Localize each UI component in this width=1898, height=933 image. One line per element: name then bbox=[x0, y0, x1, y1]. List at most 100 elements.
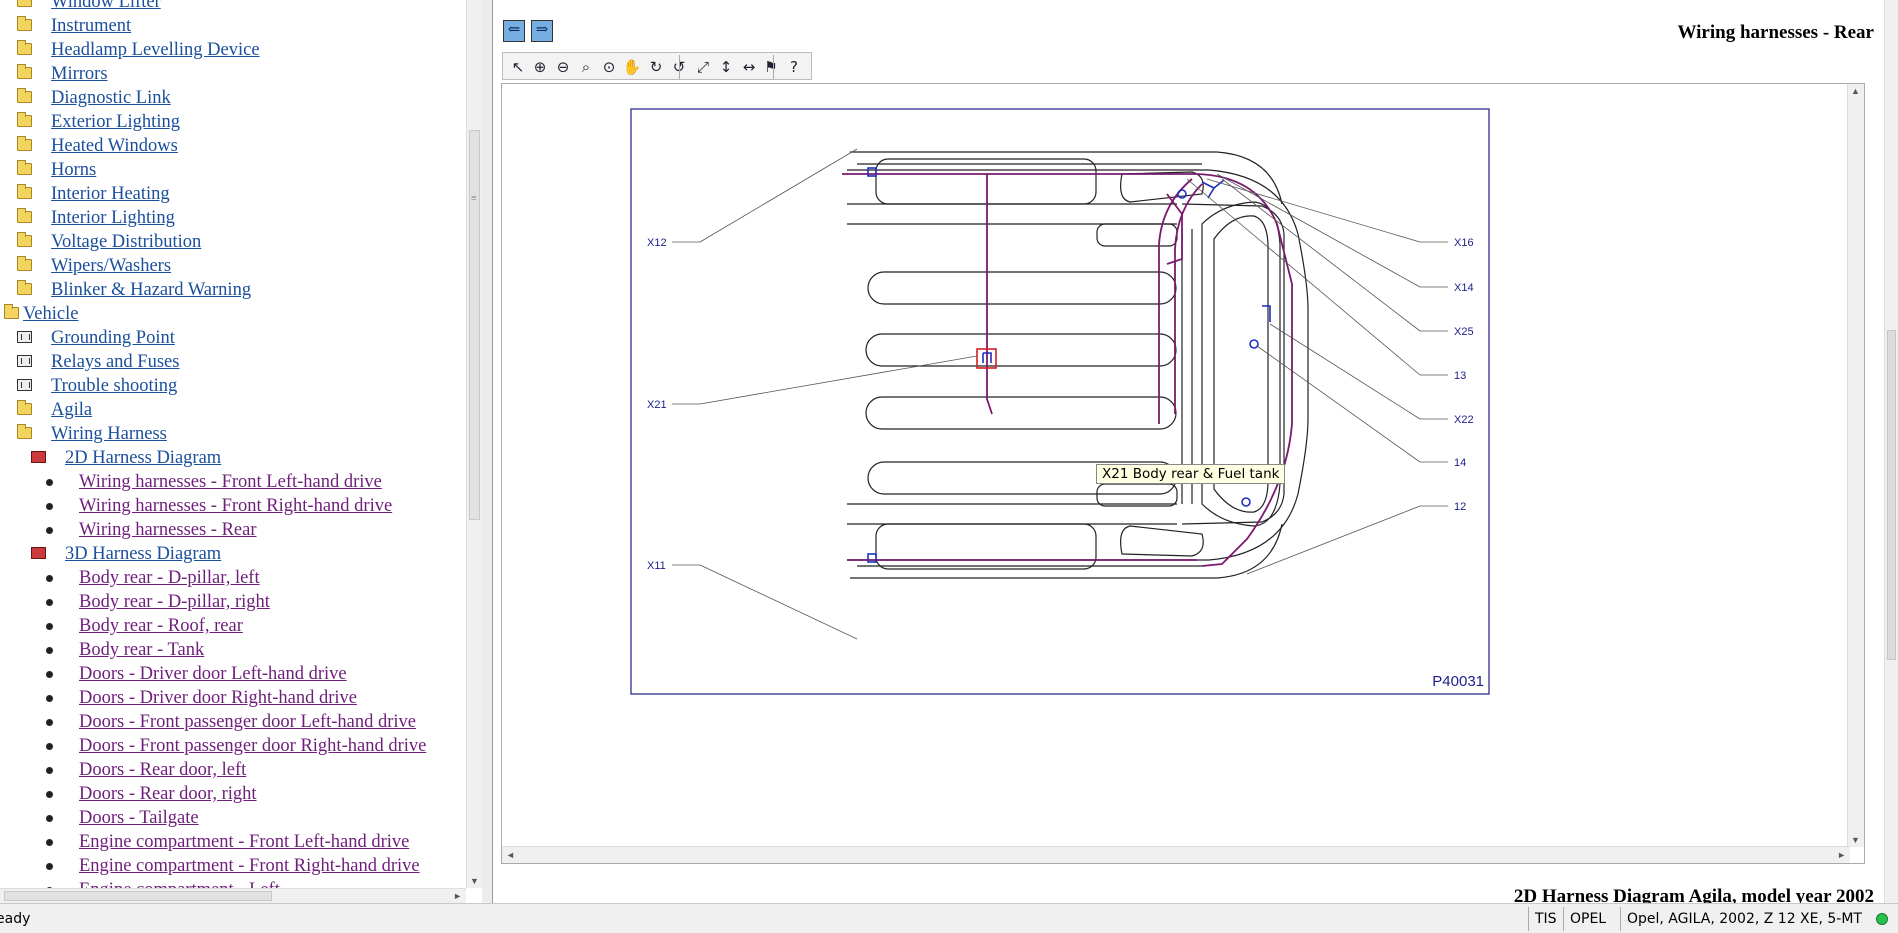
tree-item-label[interactable]: Doors - Front passenger door Left-hand d… bbox=[79, 712, 417, 732]
layers-icon[interactable]: ⚑ bbox=[764, 58, 778, 76]
forward-button[interactable]: ⇒ bbox=[531, 20, 553, 42]
viewer-horizontal-scrollbar[interactable]: ◄ ► bbox=[502, 846, 1850, 863]
tree-item[interactable]: Wipers/Washers bbox=[0, 254, 470, 278]
label-x21[interactable]: X21 bbox=[647, 399, 667, 411]
rotate-back-icon[interactable]: ↺ bbox=[668, 56, 690, 78]
tree-item[interactable]: 3D Harness Diagram bbox=[0, 542, 470, 566]
tree-item-label[interactable]: Wiring harnesses - Rear bbox=[79, 520, 257, 540]
tree-vertical-scrollbar[interactable]: ≡ ▼ bbox=[466, 0, 482, 888]
tree-item-label[interactable]: Doors - Driver door Left-hand drive bbox=[79, 664, 347, 684]
tree-item[interactable]: Body rear - D-pillar, right bbox=[0, 590, 470, 614]
zoom-out-icon[interactable]: ⊖ bbox=[556, 58, 570, 76]
tree-item[interactable]: Doors - Driver door Right-hand drive bbox=[0, 686, 470, 710]
tree-item[interactable]: Exterior Lighting bbox=[0, 110, 470, 134]
scrollbar-thumb[interactable] bbox=[4, 891, 272, 901]
pane-splitter[interactable] bbox=[482, 0, 492, 903]
label-x16[interactable]: X16 bbox=[1454, 237, 1474, 249]
tree-item[interactable]: Relays and Fuses bbox=[0, 350, 470, 374]
tree-item-label[interactable]: Body rear - D-pillar, right bbox=[79, 592, 270, 612]
tree-item[interactable]: Doors - Tailgate bbox=[0, 806, 470, 830]
tree-item[interactable]: Body rear - Roof, rear bbox=[0, 614, 470, 638]
tree-item-label[interactable]: Body rear - D-pillar, left bbox=[79, 568, 260, 588]
scrollbar-thumb[interactable] bbox=[1887, 330, 1896, 660]
tree-item-label[interactable]: Exterior Lighting bbox=[51, 112, 180, 132]
tree-item-label[interactable]: Engine compartment - Front Right-hand dr… bbox=[79, 856, 420, 876]
label-x12[interactable]: X12 bbox=[647, 237, 667, 249]
tree-horizontal-scrollbar[interactable]: ► bbox=[0, 888, 466, 903]
tree-item[interactable]: Instrument bbox=[0, 14, 470, 38]
tree-item-label[interactable]: Mirrors bbox=[51, 64, 108, 84]
label-x14[interactable]: X14 bbox=[1454, 282, 1474, 294]
fit-width-icon[interactable]: ↔ bbox=[742, 58, 756, 76]
tree-item[interactable]: Window Lifter bbox=[0, 0, 470, 14]
tree-item-label[interactable]: Engine compartment - Front Left-hand dri… bbox=[79, 832, 410, 852]
label-12[interactable]: 12 bbox=[1454, 501, 1466, 513]
label-14[interactable]: 14 bbox=[1454, 457, 1466, 469]
tree-item-label[interactable]: Vehicle bbox=[23, 304, 79, 324]
scroll-right-arrow-icon[interactable]: ► bbox=[1837, 850, 1846, 860]
tree-item[interactable]: Engine compartment - Front Left-hand dri… bbox=[0, 830, 470, 854]
tree-item-label[interactable]: Agila bbox=[51, 400, 93, 420]
label-13[interactable]: 13 bbox=[1454, 370, 1466, 382]
scroll-up-arrow-icon[interactable]: ▲ bbox=[1851, 86, 1860, 96]
scroll-down-arrow-icon[interactable]: ▼ bbox=[470, 876, 479, 886]
fit-height-icon[interactable]: ↕ bbox=[719, 58, 733, 76]
tree-item-label[interactable]: Instrument bbox=[51, 16, 132, 36]
pan-hand-icon[interactable]: ✋ bbox=[622, 58, 642, 76]
tree-item[interactable]: Doors - Front passenger door Left-hand d… bbox=[0, 710, 470, 734]
tree-item[interactable]: Body rear - Tank bbox=[0, 638, 470, 662]
tree-item-label[interactable]: Trouble shooting bbox=[51, 376, 178, 396]
tree-item[interactable]: Voltage Distribution bbox=[0, 230, 470, 254]
zoom-in-icon[interactable]: ⊕ bbox=[533, 58, 547, 76]
tree-item[interactable]: Interior Heating bbox=[0, 182, 470, 206]
tree-item-label[interactable]: Grounding Point bbox=[51, 328, 175, 348]
scroll-right-arrow-icon[interactable]: ► bbox=[453, 891, 462, 901]
tree-item[interactable]: Heated Windows bbox=[0, 134, 470, 158]
tree-item-label[interactable]: Interior Lighting bbox=[51, 208, 175, 228]
select-pointer-icon[interactable]: ↖ bbox=[511, 58, 525, 76]
scrollbar-thumb[interactable] bbox=[469, 130, 480, 520]
tree-item[interactable]: Doors - Front passenger door Right-hand … bbox=[0, 734, 470, 758]
tree-item-label[interactable]: 2D Harness Diagram bbox=[65, 448, 222, 468]
tree-item[interactable]: Body rear - D-pillar, left bbox=[0, 566, 470, 590]
tree-item-label[interactable]: Doors - Rear door, right bbox=[79, 784, 257, 804]
scroll-down-arrow-icon[interactable]: ▼ bbox=[1851, 835, 1860, 845]
wiring-diagram[interactable]: X12 X21 X11 X16 X14 X25 13 X22 14 12 P40… bbox=[502, 84, 1848, 847]
tree-item-label[interactable]: Doors - Rear door, left bbox=[79, 760, 247, 780]
tree-item-label[interactable]: Headlamp Levelling Device bbox=[51, 40, 260, 60]
x21-connector-highlight[interactable] bbox=[976, 348, 997, 369]
tree-item-label[interactable]: Relays and Fuses bbox=[51, 352, 180, 372]
tree-item-label[interactable]: Wiring Harness bbox=[51, 424, 167, 444]
tree-item[interactable]: Trouble shooting bbox=[0, 374, 470, 398]
viewer-vertical-scrollbar[interactable]: ▲ ▼ bbox=[1847, 84, 1864, 847]
tree-item[interactable]: Wiring Harness bbox=[0, 422, 470, 446]
tree-item[interactable]: Engine compartment - Front Right-hand dr… bbox=[0, 854, 470, 878]
tree-item-label[interactable]: Horns bbox=[51, 160, 97, 180]
tree-item-label[interactable]: Blinker & Hazard Warning bbox=[51, 280, 252, 300]
scroll-left-arrow-icon[interactable]: ◄ bbox=[506, 850, 515, 860]
rotate-icon[interactable]: ↻ bbox=[649, 58, 663, 76]
tree-item[interactable]: Wiring harnesses - Front Right-hand driv… bbox=[0, 494, 470, 518]
tree-item[interactable]: 2D Harness Diagram bbox=[0, 446, 470, 470]
help-icon[interactable]: ? bbox=[790, 58, 798, 76]
tree-item[interactable]: Wiring harnesses - Rear bbox=[0, 518, 470, 542]
label-x25[interactable]: X25 bbox=[1454, 326, 1474, 338]
tree-item[interactable]: Agila bbox=[0, 398, 470, 422]
label-x22[interactable]: X22 bbox=[1454, 414, 1474, 426]
tree-item-label[interactable]: Diagnostic Link bbox=[51, 88, 171, 108]
tree-item[interactable]: Doors - Rear door, left bbox=[0, 758, 470, 782]
tree-item-label[interactable]: Wipers/Washers bbox=[51, 256, 172, 276]
tree-item-label[interactable]: Doors - Tailgate bbox=[79, 808, 199, 828]
tree-item-label[interactable]: Body rear - Tank bbox=[79, 640, 205, 660]
tree-item[interactable]: Wiring harnesses - Front Left-hand drive bbox=[0, 470, 470, 494]
tree-item[interactable]: Grounding Point bbox=[0, 326, 470, 350]
tree-item-label[interactable]: Voltage Distribution bbox=[51, 232, 202, 252]
tree-item[interactable]: Horns bbox=[0, 158, 470, 182]
tree-item-label[interactable]: Window Lifter bbox=[51, 0, 161, 12]
tree-item[interactable]: Interior Lighting bbox=[0, 206, 470, 230]
tree-item[interactable]: Mirrors bbox=[0, 62, 470, 86]
tree-item-label[interactable]: Body rear - Roof, rear bbox=[79, 616, 243, 636]
tree-item-label[interactable]: Doors - Driver door Right-hand drive bbox=[79, 688, 357, 708]
tree-item-label[interactable]: Doors - Front passenger door Right-hand … bbox=[79, 736, 427, 756]
tree-item-label[interactable]: Heated Windows bbox=[51, 136, 178, 156]
